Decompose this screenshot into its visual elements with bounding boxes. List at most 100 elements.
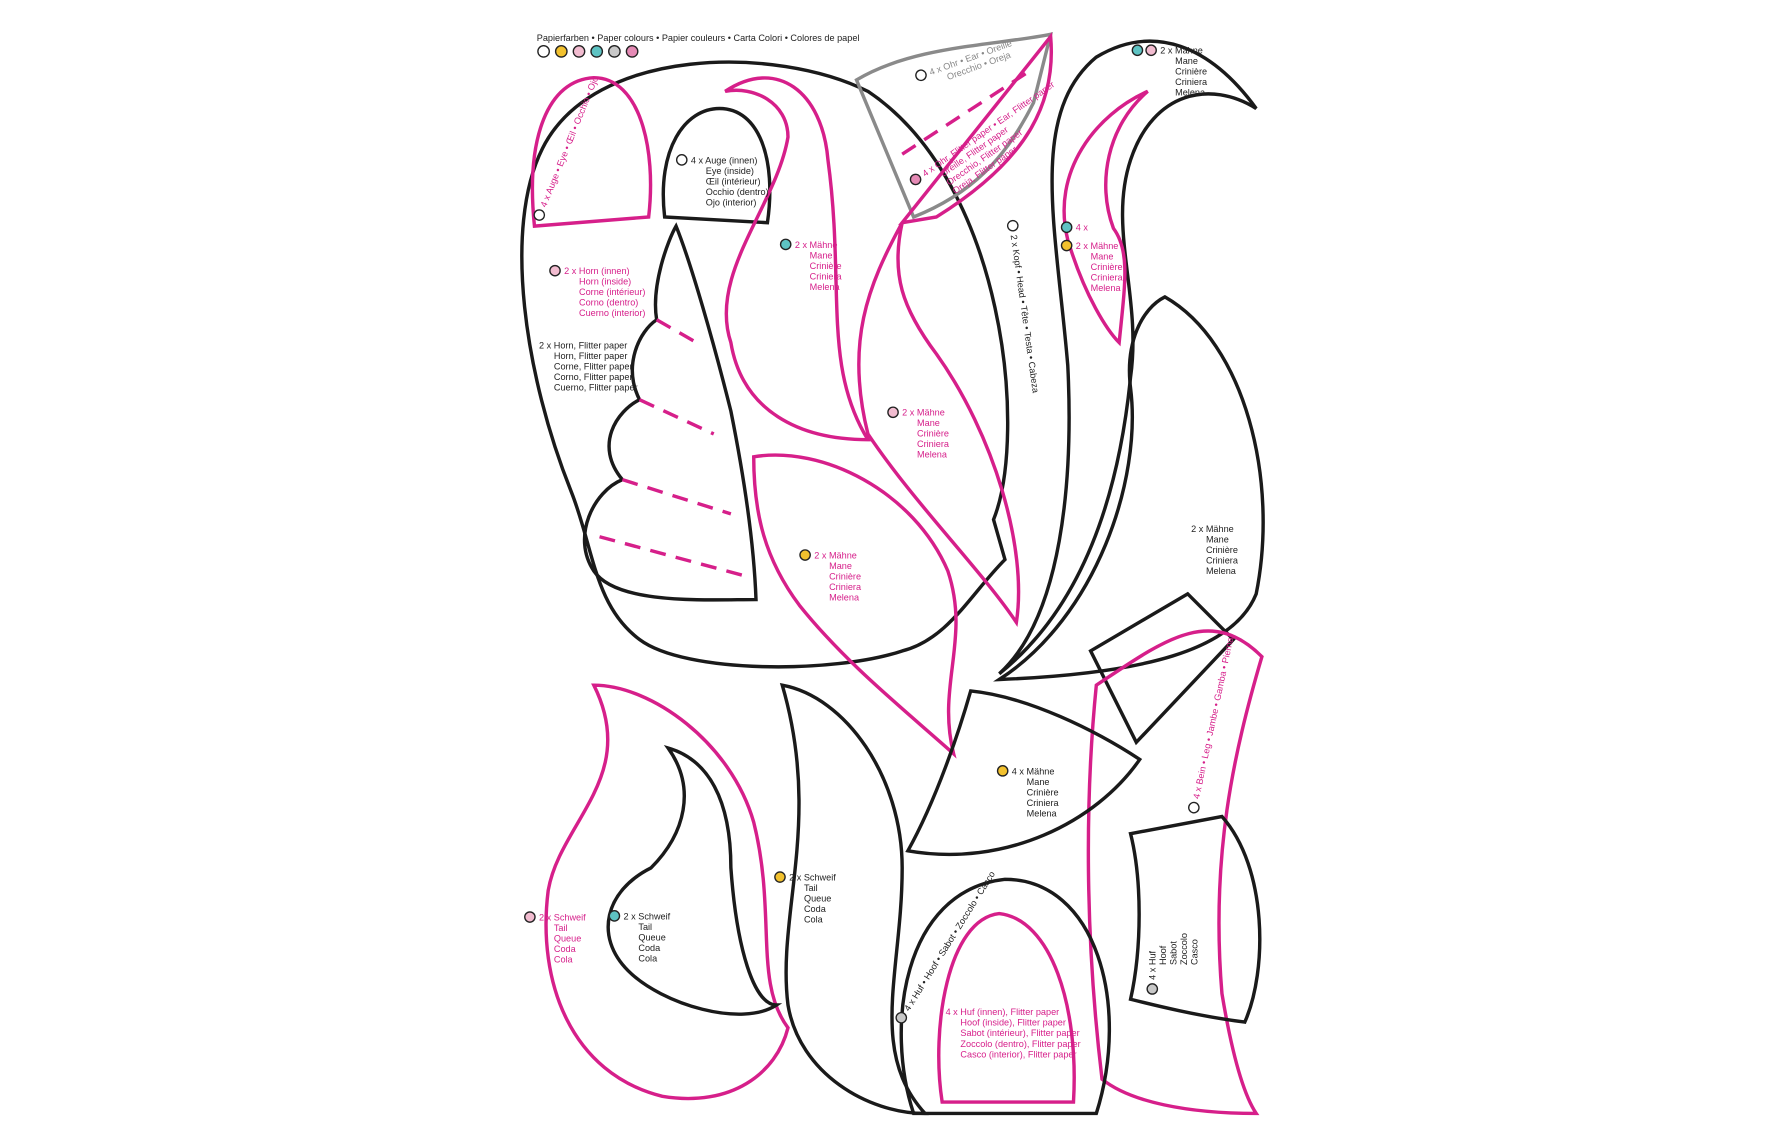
paper-colour-dot xyxy=(533,209,546,221)
hoof-piece-inner xyxy=(937,911,1076,1104)
paper-colour-dot xyxy=(909,173,922,186)
label-line: 2 x Mähne xyxy=(814,550,857,560)
label-line: Criniera xyxy=(829,582,862,592)
label-line: Zoccolo (dentro), Flitter paper xyxy=(960,1039,1080,1049)
colour-swatch xyxy=(572,44,586,58)
label-line: Coda xyxy=(554,944,577,954)
paper-colour-dot xyxy=(1146,983,1159,995)
label-line: Cola xyxy=(804,915,824,925)
label-line: Corne, Flitter paper xyxy=(554,361,633,371)
label-horn-inner: 2 x Horn (innen)Horn (inside)Corne (inté… xyxy=(549,264,645,318)
label-line: 4 x xyxy=(1076,223,1089,233)
label-line: Crinière xyxy=(1175,67,1207,77)
label-line: Mane xyxy=(1175,56,1198,66)
mane-piece-pink-lower xyxy=(752,453,958,759)
label-line: Tail xyxy=(804,883,818,893)
mane-piece-pink-top xyxy=(724,76,871,442)
leg-top-piece xyxy=(1088,591,1236,746)
paper-colour-dot xyxy=(774,871,786,883)
eye-outer-piece xyxy=(530,75,653,228)
label-line: Crinière xyxy=(1206,545,1238,555)
label-line: Mane xyxy=(1027,777,1050,787)
colour-swatch xyxy=(608,44,621,58)
paper-colour-dot xyxy=(915,69,927,82)
label-line: Tail xyxy=(638,922,652,932)
label-line: Melena xyxy=(1206,566,1237,576)
mane-piece-pink-right xyxy=(1062,89,1149,347)
label-line: Sabot (intérieur), Flitter paper xyxy=(960,1028,1079,1038)
hoof-piece-right xyxy=(1128,814,1262,1024)
label-line: 2 x Mähne xyxy=(1191,524,1234,534)
paper-colour-dot xyxy=(1060,221,1073,234)
label-line: Mane xyxy=(1206,535,1229,545)
ear-piece xyxy=(854,32,1053,220)
paper-colour-dot xyxy=(675,154,688,166)
paper-colour-dot xyxy=(1145,44,1157,57)
label-mane-pink-right-count: 4 x xyxy=(1060,221,1089,234)
colour-swatch xyxy=(554,44,568,58)
eye-inner-piece xyxy=(661,106,772,225)
label-line: Criniera xyxy=(917,439,950,449)
colour-swatch xyxy=(537,44,550,58)
label-line: Melena xyxy=(1091,283,1122,293)
label-line: Criniera xyxy=(1175,77,1208,87)
paper-colour-dot xyxy=(1006,219,1019,232)
label-line: 4 x Huf (innen), Flitter paper xyxy=(946,1007,1060,1017)
label-line: Mane xyxy=(1091,251,1114,261)
colour-swatch xyxy=(590,44,604,58)
label-line: Coda xyxy=(638,943,661,953)
label-line: Queue xyxy=(638,932,665,942)
label-eye-inner: 4 x Auge (innen)Eye (inside)Œil (intérie… xyxy=(675,154,769,207)
label-line: Hoof xyxy=(1158,945,1168,965)
paper-colour-dot xyxy=(895,1011,908,1024)
label-line: Occhio (dentro) xyxy=(706,187,769,197)
label-line: Horn (inside) xyxy=(579,277,631,287)
label-line: 2 x Mähne xyxy=(1076,241,1119,251)
label-line: Corno, Flitter paper xyxy=(554,372,633,382)
label-line: Cola xyxy=(638,953,658,963)
mane-piece-black-top-right xyxy=(998,39,1258,676)
label-line: Criniera xyxy=(810,271,843,281)
label-line: 4 x Auge (innen) xyxy=(691,155,757,165)
label-line: 2 x Schweif xyxy=(624,911,671,921)
paper-colour-dot xyxy=(549,264,561,277)
label-line: Hoof (inside), Flitter paper xyxy=(960,1018,1066,1028)
label-line: 2 x Kopf • Head • Tête • Testa • Cabeza xyxy=(1009,234,1041,394)
label-line: Queue xyxy=(804,893,831,903)
label-line: Mane xyxy=(829,561,852,571)
label-line: Zoccolo xyxy=(1179,933,1189,965)
label-line: Melena xyxy=(1175,88,1206,98)
paper-colour-dot xyxy=(1060,239,1073,252)
label-line: Sabot xyxy=(1169,941,1179,965)
label-line: 2 x Mähne xyxy=(902,408,945,418)
label-line: Crinière xyxy=(829,571,861,581)
label-line: Melena xyxy=(917,450,948,460)
paper-colour-dot xyxy=(1188,801,1200,814)
label-line: 4 x Huf xyxy=(1148,950,1158,979)
label-ear-flitter: 4 x Ohr, Flitter paper • Ear, Flitter pa… xyxy=(909,79,1056,196)
label-line: Œil (intérieur) xyxy=(706,176,761,186)
label-line: Cuerno, Flitter paper xyxy=(554,382,638,392)
label-line: 2 x Mähne xyxy=(1160,46,1203,56)
label-line: Mane xyxy=(810,250,833,260)
label-line: Corno (dentro) xyxy=(579,298,638,308)
horn-piece xyxy=(582,222,758,602)
horn-fold-lines xyxy=(599,318,749,579)
paper-colour-dot xyxy=(608,910,621,922)
paper-colour-dot xyxy=(779,238,792,251)
label-hoof-outer: 4 x Huf • Hoof • Sabot • Zoccolo • Casco xyxy=(895,869,997,1024)
label-line: Mane xyxy=(917,418,940,428)
paper-colour-dot xyxy=(1131,44,1144,57)
